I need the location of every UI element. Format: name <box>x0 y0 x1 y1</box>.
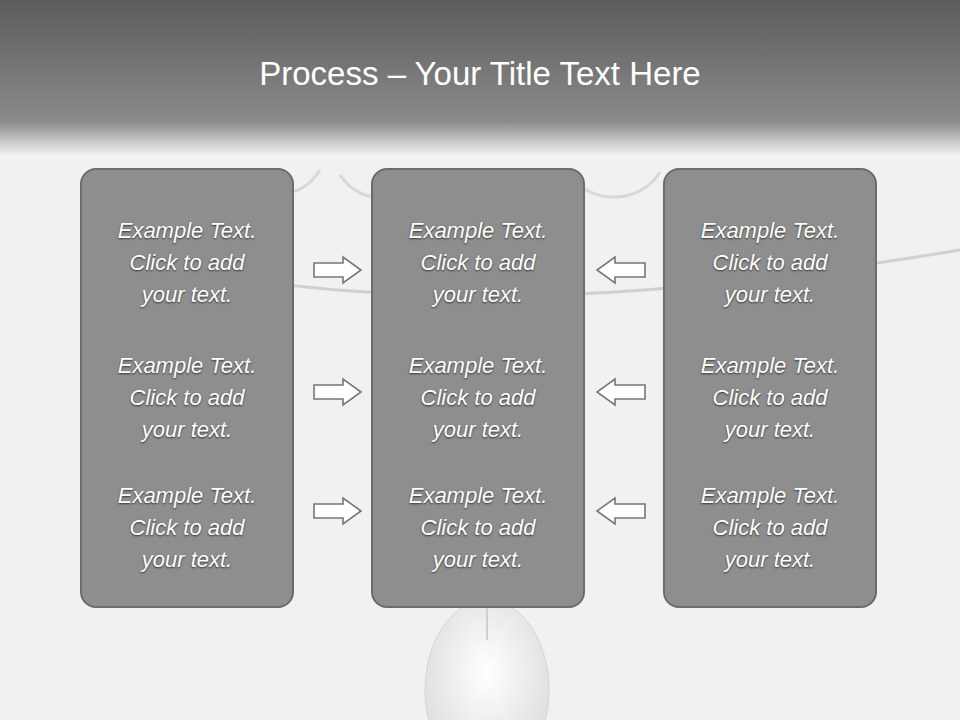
box-text: Example Text. Click to add your text. <box>110 350 264 446</box>
block-arrow <box>314 498 361 524</box>
process-box: Example Text. Click to add your text. Exa… <box>80 168 294 608</box>
process-box: Example Text. Click to add your text. Exa… <box>663 168 877 608</box>
box-text: Example Text. Click to add your text. <box>110 480 264 576</box>
block-arrow <box>597 379 645 405</box>
box-text: Example Text. Click to add your text. <box>401 215 555 311</box>
mouse-illustration <box>425 600 549 720</box>
box-text: Example Text. Click to add your text. <box>693 215 847 311</box>
block-arrow <box>597 498 645 524</box>
title: Process – Your Title Text Here <box>0 52 960 96</box>
block-arrow <box>314 379 361 405</box>
block-arrow <box>597 257 645 283</box>
box-text: Example Text. Click to add your text. <box>401 480 555 576</box>
process-box: Example Text. Click to add your text. Exa… <box>371 168 585 608</box>
block-arrow <box>314 257 361 283</box>
box-text: Example Text. Click to add your text. <box>110 215 264 311</box>
box-text: Example Text. Click to add your text. <box>401 350 555 446</box>
box-text: Example Text. Click to add your text. <box>693 480 847 576</box>
mouse-button-split <box>486 605 488 640</box>
box-text: Example Text. Click to add your text. <box>693 350 847 446</box>
header-band <box>0 0 960 155</box>
